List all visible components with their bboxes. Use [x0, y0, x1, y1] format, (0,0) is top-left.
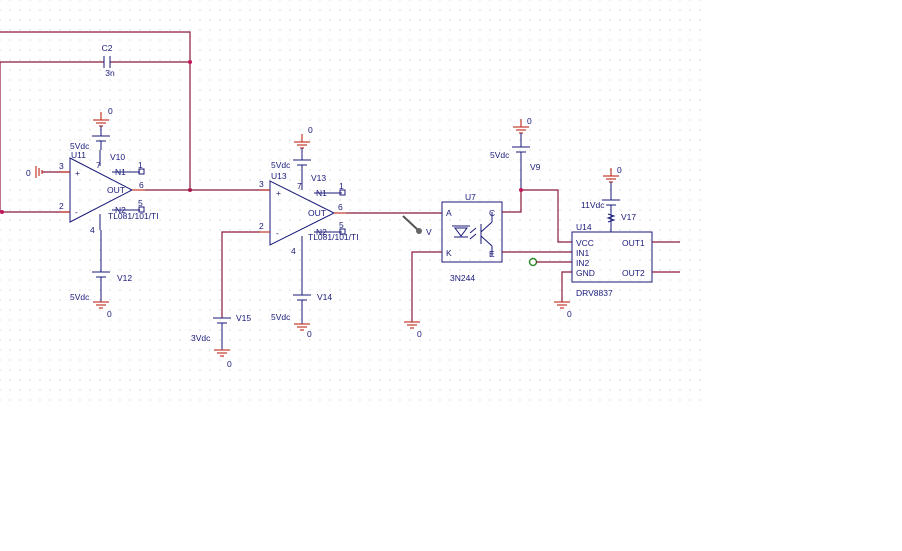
opamp1-pin-vplus: 7: [96, 160, 101, 170]
opamp2-model: TL081/101/TI: [308, 232, 359, 242]
opamp2-out-label: OUT: [308, 208, 326, 218]
source-v14-ref: V14: [317, 292, 332, 302]
node-dot: [519, 188, 523, 192]
source-v15[interactable]: [213, 231, 260, 357]
optocoupler-pin-c: C: [489, 208, 495, 218]
optocoupler-u7[interactable]: [441, 201, 503, 263]
wire-opto-k-ground[interactable]: [404, 251, 442, 329]
opamp2-n1-label: N1: [316, 188, 327, 198]
opamp1-pin-out: 6: [139, 180, 144, 190]
capacitor-c2[interactable]: [103, 56, 111, 68]
opamp1-pin-minus: 2: [59, 201, 64, 211]
optocoupler-model: 3N244: [450, 273, 475, 283]
driver-pin-in2: IN2: [576, 258, 590, 268]
ground-label: 0: [227, 359, 232, 369]
opamp1-plus-sign: +: [75, 168, 80, 178]
source-v13-ref: V13: [311, 173, 326, 183]
input-ground-label: 0: [26, 168, 31, 178]
opamp1-pin-n1: 1: [138, 160, 143, 170]
opamp1-n1-label: N1: [115, 167, 126, 177]
opamp1-pin-n2: 5: [138, 198, 143, 208]
opamp2-pin-minus: 2: [259, 221, 264, 231]
source-v15-ref: V15: [236, 313, 251, 323]
ground-label: 0: [108, 106, 113, 116]
source-v17-value: 11Vdc: [581, 200, 605, 210]
source-v9-value: 5Vdc: [490, 150, 510, 160]
capacitor-value: 3n: [105, 68, 115, 78]
ground-label: 0: [617, 165, 622, 175]
driver-ref: U14: [576, 222, 592, 232]
source-v10[interactable]: [92, 112, 110, 150]
feedback-wires[interactable]: [0, 31, 191, 213]
opamp2-n2-label: N2: [316, 227, 327, 237]
ground-label: 0: [567, 309, 572, 319]
optocoupler-pin-e: E: [489, 249, 495, 259]
opamp1-n2-label: N2: [115, 205, 126, 215]
opamp1-pin-vminus: 4: [90, 225, 95, 235]
ground-label: 0: [308, 125, 313, 135]
wire-driver-gnd[interactable]: [554, 271, 572, 309]
opamp1-pin-plus: 3: [59, 161, 64, 171]
source-v17[interactable]: [602, 168, 620, 232]
source-v12-value: 5Vdc: [70, 292, 90, 302]
source-v10-ref: V10: [110, 152, 125, 162]
opamp-u11[interactable]: [60, 150, 145, 230]
voltage-probe[interactable]: [402, 215, 422, 234]
source-v12-ref: V12: [117, 273, 132, 283]
opamp2-minus-sign: -: [276, 228, 279, 238]
driver-pin-out1: OUT1: [622, 238, 645, 248]
opamp1-model: TL081/101/TI: [108, 211, 159, 221]
opamp1-minus-sign: -: [75, 207, 78, 217]
source-v14[interactable]: [293, 252, 311, 331]
source-v9-ref: V9: [530, 162, 541, 172]
probe-label: V: [426, 227, 432, 237]
driver-pin-out2: OUT2: [622, 268, 645, 278]
schematic-grid: [0, 0, 706, 407]
source-v9[interactable]: [512, 119, 530, 190]
opamp2-plus-sign: +: [276, 188, 281, 198]
net-marker[interactable]: [528, 257, 538, 267]
opamp1-ref: U11: [71, 150, 86, 160]
ground-label: 0: [527, 116, 532, 126]
node-dot: [0, 210, 4, 214]
wire-vcc[interactable]: [502, 189, 572, 243]
source-v10-value: 5Vdc: [70, 141, 90, 151]
source-v13-value: 5Vdc: [271, 160, 291, 170]
opamp2-pin-n1: 1: [339, 181, 344, 191]
source-v12[interactable]: [92, 230, 110, 309]
opamp2-pin-plus: 3: [259, 179, 264, 189]
source-v14-value: 5Vdc: [271, 312, 291, 322]
source-v13[interactable]: [293, 134, 311, 172]
driver-pin-vcc: VCC: [576, 238, 594, 248]
opamp2-pin-vplus: 7: [297, 181, 302, 191]
ground-label: 0: [417, 329, 422, 339]
opamp2-pin-n2: 5: [339, 220, 344, 230]
opamp-u13[interactable]: [260, 172, 346, 252]
ground-label: 0: [107, 309, 112, 319]
opamp2-ref: U13: [271, 171, 287, 181]
driver-pin-gnd: GND: [576, 268, 595, 278]
source-v17-ref: V17: [621, 212, 636, 222]
optocoupler-ref: U7: [465, 192, 476, 202]
node-dot: [188, 60, 192, 64]
opamp2-pin-out: 6: [338, 202, 343, 212]
ground-label: 0: [307, 329, 312, 339]
source-v15-value: 3Vdc: [191, 333, 211, 343]
capacitor-ref: C2: [102, 43, 113, 53]
optocoupler-pin-k: K: [446, 248, 452, 258]
driver-model: DRV8837: [576, 288, 613, 298]
opamp1-out-label: OUT: [107, 185, 125, 195]
opamp2-pin-vminus: 4: [291, 246, 296, 256]
driver-u14[interactable]: [571, 231, 680, 283]
optocoupler-pin-a: A: [446, 208, 452, 218]
driver-pin-in1: IN1: [576, 248, 590, 258]
